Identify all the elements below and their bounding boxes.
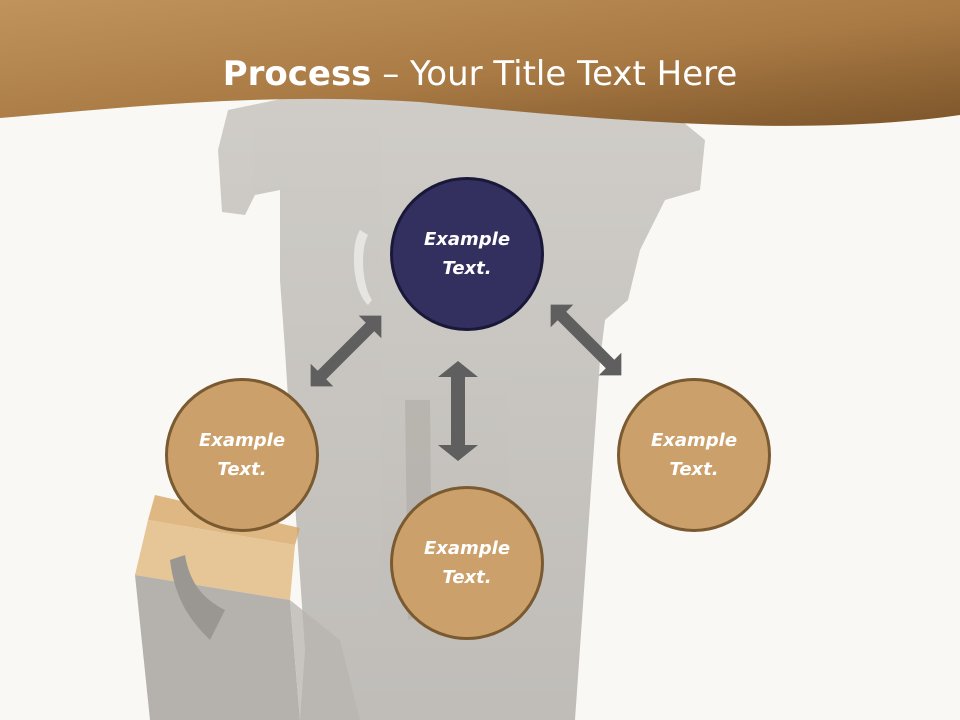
process-node-top[interactable]: Example Text.: [390, 177, 544, 331]
double-arrow-top-left: [310, 315, 382, 387]
process-node-left[interactable]: Example Text.: [165, 378, 319, 532]
title-rest: – Your Title Text Here: [371, 54, 738, 94]
title-bold: Process: [222, 54, 372, 94]
node-top-text: Example Text.: [423, 229, 511, 279]
process-node-bottom[interactable]: Example Text.: [390, 486, 544, 640]
header-band: [0, 0, 960, 126]
page-title: Process – Your Title Text Here: [0, 52, 960, 96]
node-bottom-text: Example Text.: [423, 538, 511, 588]
node-right-text: Example Text.: [650, 430, 738, 480]
process-node-right[interactable]: Example Text.: [617, 378, 771, 532]
node-left-text: Example Text.: [198, 430, 286, 480]
double-arrow-top-right: [550, 304, 622, 376]
double-arrow-vertical: [438, 361, 478, 461]
